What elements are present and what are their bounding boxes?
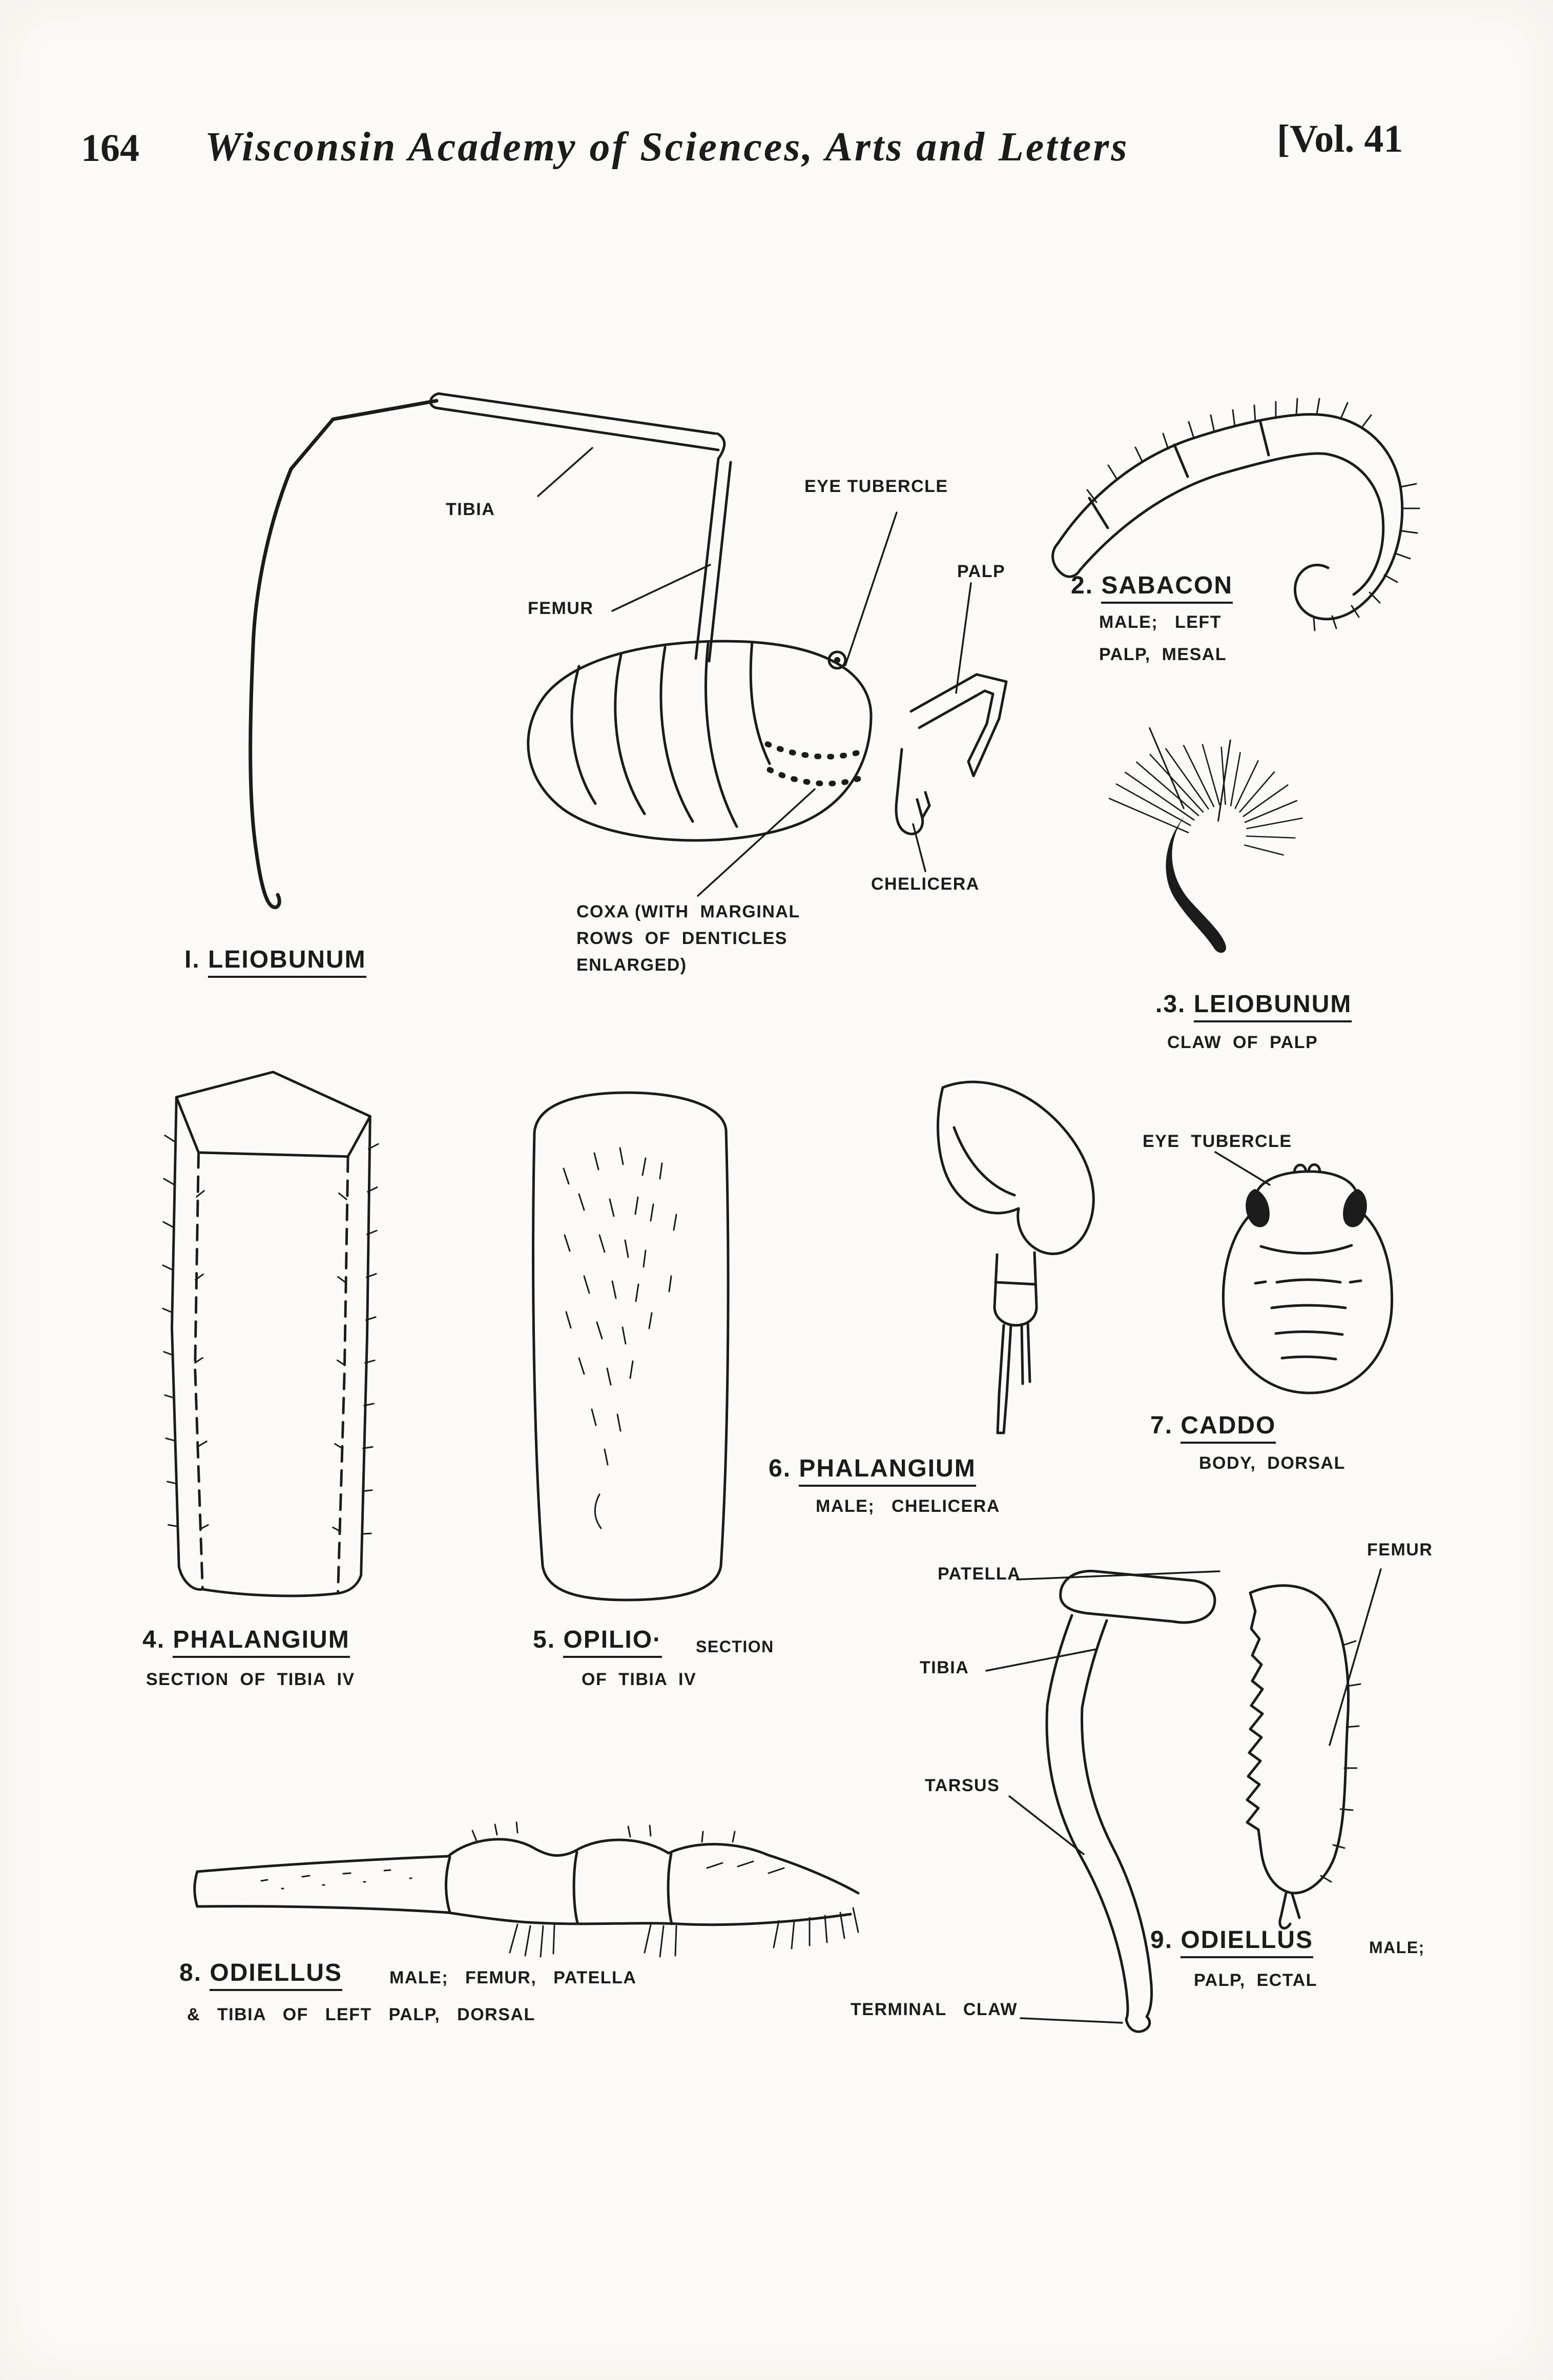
fig9-label-patella: PATELLA (938, 1564, 1021, 1584)
fig1-label-chelicera: CHELICERA (871, 874, 980, 894)
fig1-leg (249, 392, 732, 909)
fig6-subcaption: MALE; CHELICERA (816, 1496, 1000, 1516)
fig9-label-tarsus: TARSUS (925, 1776, 1000, 1795)
fig4-hairs (162, 1135, 379, 1535)
fig1-leader-lines (537, 447, 972, 897)
fig5-caption-number: 5. (533, 1626, 556, 1653)
fig8-subcaption-line2: & TIBIA OF LEFT PALP, DORSAL (187, 2005, 535, 2024)
fig1-label-palp: PALP (957, 562, 1006, 581)
fig3-claw-illustration (1108, 727, 1303, 953)
fig9-label-femur: FEMUR (1367, 1540, 1433, 1560)
fig3-claw-shape (1166, 816, 1226, 953)
fig8-caption: 8. ODIELLUS (179, 1959, 343, 1991)
journal-title: Wisconsin Academy of Sciences, Arts and … (205, 125, 1129, 170)
fig8-caption-name: ODIELLUS (210, 1959, 343, 1991)
fig4-subcaption: SECTION OF TIBIA IV (146, 1670, 355, 1689)
fig2-subcaption-line1: MALE; LEFT (1099, 612, 1221, 632)
fig8-odiellus-illustration (193, 1821, 860, 1958)
fig1-coxa-note-line1: COXA (WITH MARGINAL (576, 902, 800, 921)
fig1-eye-tubercle-shape (827, 650, 847, 670)
fig4-caption: 4. PHALANGIUM (142, 1626, 350, 1658)
fig8-caption-number: 8. (179, 1959, 202, 1986)
fig7-label-eye-tubercle: EYE TUBERCLE (1143, 1132, 1292, 1151)
fig1-caption-number: I. (184, 946, 200, 973)
fig7-caption-number: 7. (1150, 1412, 1173, 1439)
fig7-body-shape (1221, 1163, 1394, 1394)
fig9-femur-hairs (1320, 1640, 1361, 1883)
fig1-caption: I. LEIOBUNUM (184, 946, 366, 978)
fig9-femur-shape (1246, 1584, 1350, 1930)
fig9-odiellus-illustration (985, 1568, 1382, 2033)
fig1-caption-name: LEIOBUNUM (208, 946, 366, 978)
fig2-hairs (1086, 398, 1420, 631)
fig5-caption-suffix: SECTION (696, 1637, 774, 1656)
fig7-leader-line (1214, 1151, 1271, 1186)
fig1-palp-shape (909, 673, 1008, 777)
fig5-caption-name: OPILIO· (563, 1626, 662, 1658)
fig4-prism-illustration (162, 1071, 379, 1597)
fig7-caddo-illustration (1214, 1151, 1394, 1394)
fig2-palp-shape (1051, 413, 1404, 621)
fig9-tibia-tarsus-shape (1045, 1614, 1153, 2033)
fig3-caption-number: .3. (1155, 991, 1186, 1018)
page-number: 164 (81, 127, 139, 170)
fig3-caption-name: LEIOBUNUM (1193, 991, 1352, 1022)
volume-label: [Vol. 41 (1277, 117, 1403, 160)
fig7-subcaption: BODY, DORSAL (1199, 1453, 1345, 1473)
fig3-subcaption: CLAW OF PALP (1167, 1033, 1318, 1052)
fig2-caption-number: 2. (1071, 572, 1094, 599)
fig5-hairs (563, 1147, 677, 1529)
fig6-caption-number: 6. (769, 1455, 792, 1482)
fig4-caption-number: 4. (142, 1626, 165, 1653)
fig9-caption-name: ODIELLUS (1181, 1926, 1314, 1958)
fig9-label-terminal-claw: TERMINAL CLAW (851, 2000, 1018, 2019)
fig8-palp-shape (193, 1838, 860, 1926)
fig9-leader-lines (985, 1568, 1382, 2024)
fig7-caption: 7. CADDO (1150, 1411, 1276, 1444)
fig9-subcaption: PALP, ECTAL (1194, 1971, 1317, 1990)
fig1-label-eye-tubercle: EYE TUBERCLE (804, 477, 948, 496)
fig5-subcaption: OF TIBIA IV (582, 1670, 697, 1689)
fig3-leader-lines (1149, 727, 1231, 822)
fig1-body (527, 640, 873, 842)
fig4-caption-name: PHALANGIUM (173, 1626, 350, 1658)
fig7-caption-name: CADDO (1181, 1412, 1276, 1444)
fig6-caption-name: PHALANGIUM (799, 1455, 976, 1487)
fig1-label-tibia: TIBIA (446, 500, 495, 519)
fig6-chelicera-shape (937, 1080, 1095, 1434)
fig3-caption: .3. LEIOBUNUM (1155, 990, 1352, 1022)
fig9-label-tibia: TIBIA (920, 1658, 969, 1677)
fig6-chelicera-illustration (937, 1080, 1095, 1434)
fig2-sabacon-illustration (1051, 398, 1420, 631)
fig9-caption-number: 9. (1150, 1926, 1173, 1954)
fig5-cylinder-illustration (532, 1091, 730, 1602)
fig9-caption: 9. ODIELLUS (1150, 1926, 1314, 1958)
fig4-prism-shape (171, 1071, 371, 1597)
fig1-label-femur: FEMUR (528, 599, 594, 618)
fig3-hairs (1108, 744, 1303, 856)
fig2-subcaption-line2: PALP, MESAL (1099, 645, 1227, 664)
fig1-leiobunum-illustration (249, 392, 1008, 909)
fig1-coxa-note-line3: ENLARGED) (576, 955, 687, 975)
fig9-caption-suffix: MALE; (1369, 1938, 1425, 1957)
fig8-subcaption-line1: MALE; FEMUR, PATELLA (389, 1968, 637, 1987)
fig1-coxa-note-line2: ROWS OF DENTICLES (576, 929, 788, 948)
fig6-caption: 6. PHALANGIUM (769, 1454, 976, 1487)
fig1-chelicera-shape (895, 748, 931, 835)
fig2-caption-name: SABACON (1101, 572, 1233, 604)
fig9-patella-shape (1059, 1570, 1216, 1624)
fig8-hairs (260, 1821, 859, 1958)
fig5-cylinder-shape (532, 1091, 730, 1602)
fig5-caption: 5. OPILIO· (533, 1626, 662, 1658)
fig2-caption: 2. SABACON (1071, 571, 1233, 604)
